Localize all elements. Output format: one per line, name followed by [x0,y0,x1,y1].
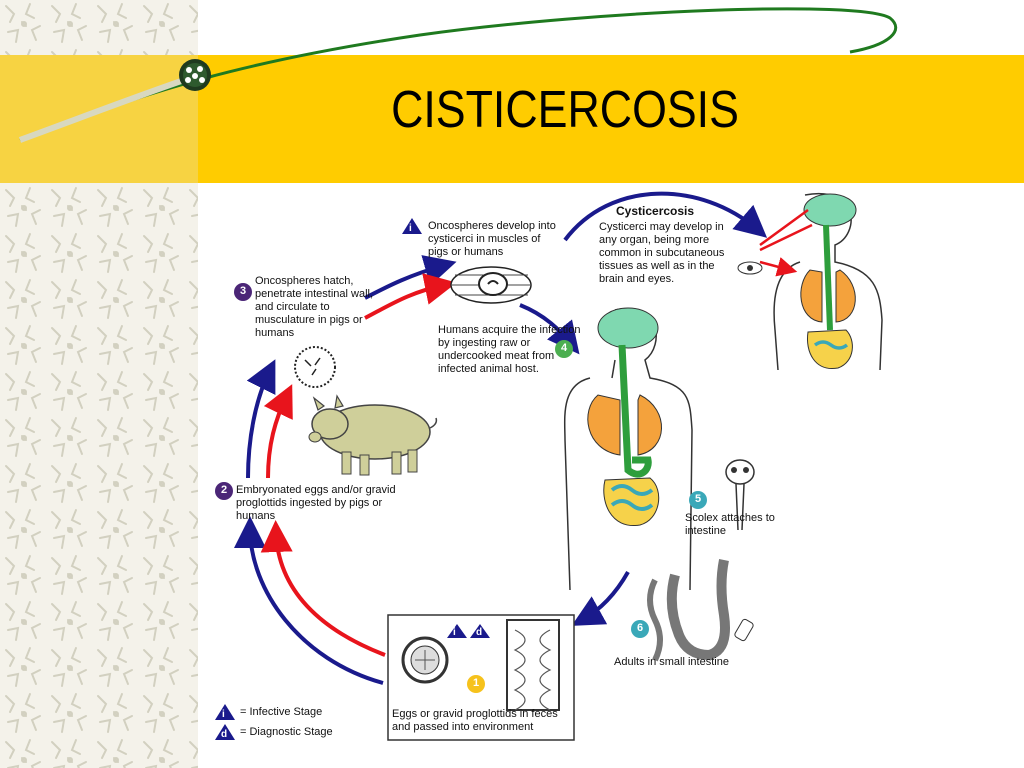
cysticercosis-text: Cysticerci may develop in any organ, bei… [599,221,725,285]
pig-icon [308,394,438,476]
infective-stage-icon-legend [215,704,235,720]
diagnostic-stage-icon-box [470,624,490,638]
cysticercosis-heading: Cysticercosis [616,204,695,218]
step-6-text: Adults in small intestine [614,656,729,668]
human-figure-center [563,307,693,591]
infective-stage-icon-muscle [402,218,422,234]
step-1-text: Eggs or gravid proglottids in feces and … [392,708,558,733]
legend-letter-d: d [221,729,228,740]
step-number-5: 5 [694,493,702,505]
cysticercus-in-muscle-icon [450,266,532,304]
arrow-3-to-muscle-red [364,273,457,320]
step-3-text: Oncospheres hatch, penetrate intestinal … [255,275,374,339]
step-badge-3 [234,283,252,301]
step-badge-4 [555,340,573,358]
arrow-6-to-1 [571,571,630,626]
arrow-2-to-3-blue [246,359,276,479]
step-badge-6 [631,620,649,638]
step-4-text: Humans acquire the infection by ingestin… [438,324,581,375]
arrow-muscle-to-4 [519,303,580,355]
infective-stage-icon-box [447,624,467,638]
legend-infective-text: = Infective Stage [240,706,323,718]
stage-letter-i-box: i [453,627,456,638]
stage-letter-i-muscle: i [409,223,412,234]
step-5-text: Scolex attaches to intestine [685,512,775,537]
step-2-text: Embryonated eggs and/or gravid proglotti… [236,484,396,522]
step-badge-5 [689,491,707,509]
step-number-4: 4 [560,342,568,354]
legend-diagnostic-text: = Diagnostic Stage [240,726,333,738]
bullet-ornament-icon [179,59,211,91]
arrow-1-to-2-blue [234,516,384,685]
step-number-6: 6 [636,622,644,634]
gravid-proglottid-icon [506,619,560,711]
step-badge-2 [215,482,233,500]
step-number-1: 1 [472,677,480,689]
step-number-3: 3 [239,285,247,297]
title-band-left [0,55,198,183]
legend-letter-i: i [222,709,225,720]
arrow-2-to-3-red [263,384,293,479]
adult-tapeworm-icon [647,559,754,662]
step-number-2: 2 [220,484,228,496]
arrow-to-cysticercosis [563,191,768,242]
arrow-1-to-2-red [260,520,386,657]
arrow-3-to-muscle-blue [364,255,457,300]
diagnostic-stage-icon-legend [215,724,235,740]
cysticerci-muscle-text: Oncospheres develop into cysticerci in m… [428,220,556,258]
human-figure-cysticercosis [737,192,883,371]
oncosphere-icon [294,346,336,388]
egg-icon [401,636,449,684]
scolex-icon [725,459,755,531]
slide-title: CISTICERCOSIS [391,81,739,139]
stage-letter-d-box: d [476,627,483,638]
step-badge-1 [467,675,485,693]
